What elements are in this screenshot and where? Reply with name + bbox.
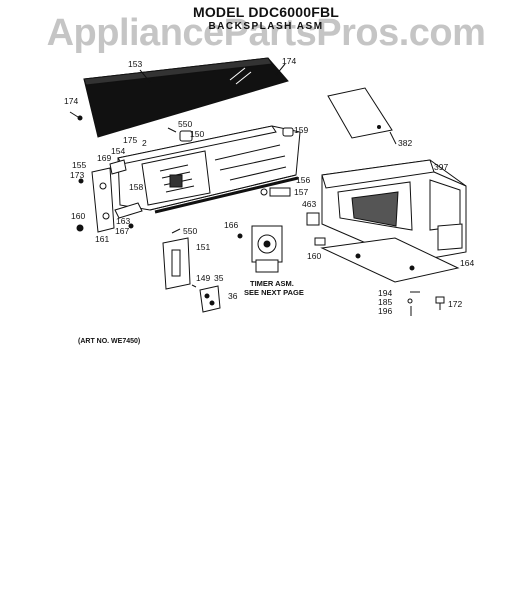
label-172: 172 [448,299,462,309]
label-158: 158 [129,182,143,192]
label-36: 36 [228,291,238,301]
timer-caption-line2: SEE NEXT PAGE [244,288,304,297]
label-164: 164 [460,258,474,268]
label-194: 194 [378,288,392,298]
label-166: 166 [224,220,238,230]
backsplash-housing [117,125,301,214]
label-151: 151 [196,242,210,252]
label-163: 163 [116,216,130,226]
label-154: 154 [111,146,125,156]
switch-plate-151 [162,237,191,290]
label-167: 167 [115,226,129,236]
label-160-right: 160 [307,251,321,261]
label-174-top: 174 [282,56,296,66]
label-156: 156 [296,175,310,185]
label-196: 196 [378,306,392,316]
label-174-left: 174 [64,96,78,106]
label-150: 150 [190,129,204,139]
cabinet-397 [321,159,467,263]
label-155: 155 [72,160,86,170]
label-550-mid: 550 [183,226,197,236]
label-153: 153 [128,59,142,69]
label-175: 175 [123,135,137,145]
back-panel-382 [327,87,393,139]
label-169: 169 [97,153,111,163]
label-463: 463 [302,199,316,209]
label-185: 185 [378,297,392,307]
art-number: (ART NO. WE7450) [78,338,141,345]
label-161: 161 [95,234,109,244]
label-149: 149 [196,273,210,283]
label-397: 397 [434,162,448,172]
model-title: MODEL DDC6000FBL [192,4,340,20]
label-35: 35 [214,273,224,283]
glass-panel-153 [83,57,289,138]
assembly-subtitle: BACKSPLASH ASM [208,21,324,32]
label-550-top: 550 [178,119,192,129]
label-157: 157 [294,187,308,197]
side-bracket-158 [91,167,115,233]
label-382: 382 [398,138,412,148]
base-plate-164 [320,237,460,283]
label-159: 159 [294,125,308,135]
timer-assembly [251,225,283,273]
label-173: 173 [70,170,84,180]
label-2: 2 [142,138,147,148]
label-160-left: 160 [71,211,85,221]
switch-35 [199,285,221,313]
timer-caption-line1: TIMER ASM. [250,279,294,288]
